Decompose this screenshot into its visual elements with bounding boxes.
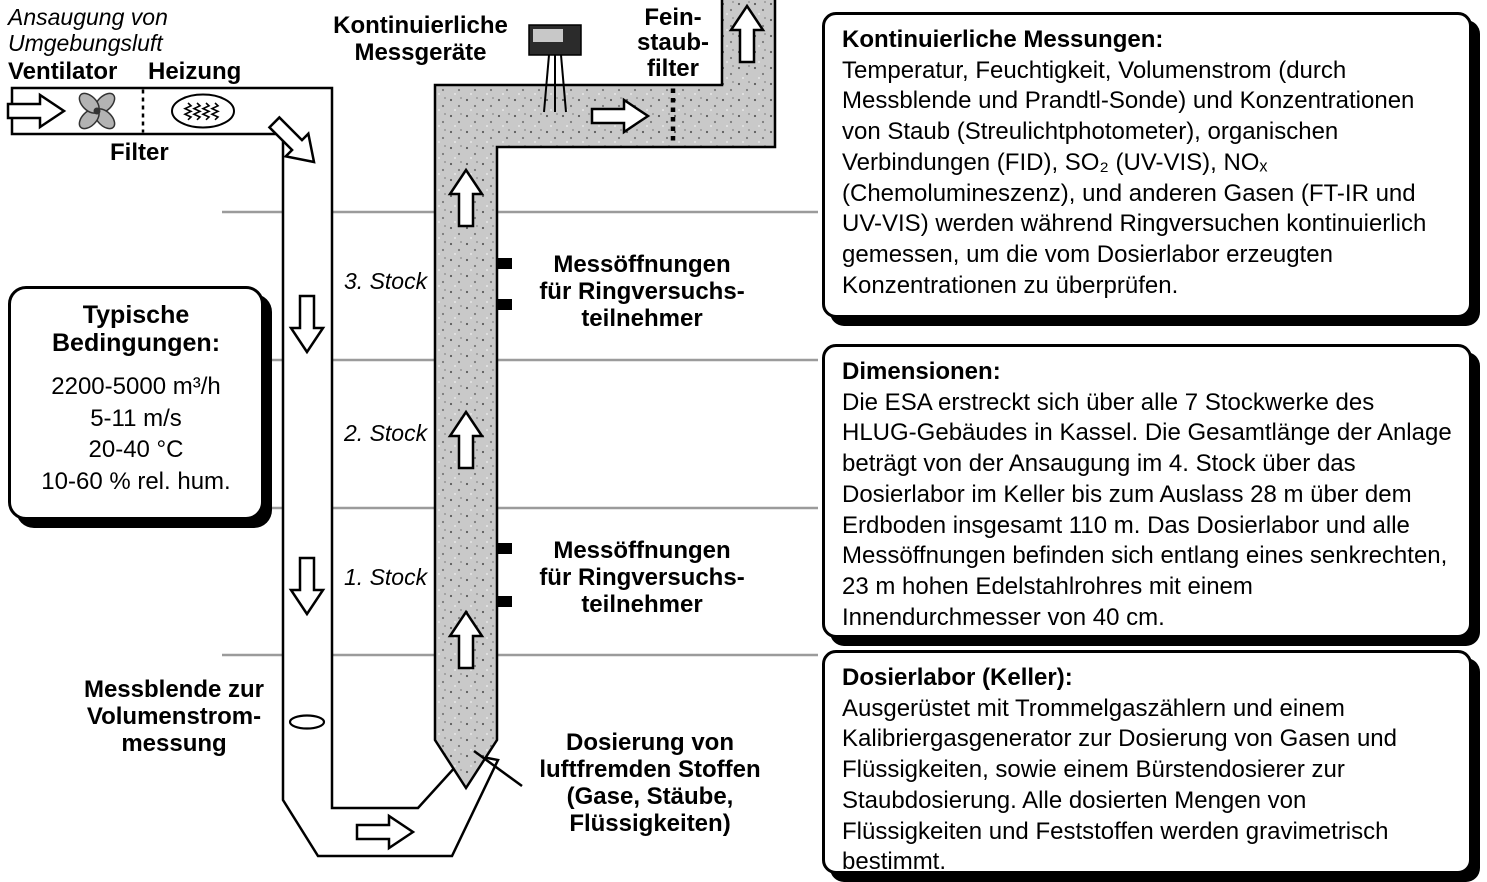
info-box-body: Die ESA erstreckt sich über alle 7 Stock… (842, 388, 1452, 631)
dosing-connector-line (473, 749, 523, 788)
conditions-velocity: 5-11 m/s (90, 404, 182, 432)
heater-coil (210, 102, 220, 121)
info-box-continuous-measurements: Kontinuierliche Messungen: Temperatur, F… (822, 12, 1472, 318)
floor-3-label: 3. Stock (344, 268, 428, 294)
heizung-label: Heizung (148, 58, 242, 85)
probe-line (543, 54, 550, 113)
conditions-temperature: 20-40 °C (88, 436, 184, 464)
device-screen (533, 29, 563, 42)
conditions-flow-rate: 2200-5000 m³/h (51, 373, 221, 400)
white-duct (10, 86, 500, 858)
ports-lower-label: Messöffnungen für Ringversuchs- teilnehm… (539, 537, 745, 619)
conditions-humidity: 10-60 % rel. hum. (41, 468, 231, 496)
info-box-body: Ausgerüstet mit Trommelgaszählern und ei… (842, 694, 1397, 874)
measurement-port-icon (496, 543, 512, 554)
info-box-dimensions: Dimensionen: Die ESA erstreckt sich über… (822, 344, 1472, 638)
heater-coil-icon (171, 93, 235, 129)
conditions-title: Typische Bedingungen: (51, 301, 221, 357)
conditions-values: 2200-5000 m³/h 5-11 m/s 20-40 °C 10-60 %… (11, 371, 261, 498)
orifice-plate-icon (288, 714, 326, 730)
info-box-title: Dosierlabor (Keller): (842, 664, 1073, 691)
filter-label: Filter (110, 139, 169, 166)
ports-upper-label: Messöffnungen für Ringversuchs- teilnehm… (539, 251, 745, 333)
info-box-body: Temperatur, Feuchtigkeit, Volumenstrom (… (842, 56, 1427, 299)
gray-duct (433, 0, 777, 791)
info-box-dosing-lab: Dosierlabor (Keller): Ausgerüstet mit Tr… (822, 650, 1472, 874)
heater-outline (171, 93, 235, 129)
fan-icon (78, 92, 116, 130)
floor-2-label: 2. Stock (344, 420, 428, 446)
heater-coil (192, 102, 202, 121)
heater-coil (201, 102, 211, 121)
duct-diagram-svg (6, 0, 818, 858)
measurement-ports (496, 258, 512, 607)
fine-dust-filter-label: Fein- staub- filter (637, 4, 709, 82)
info-box-title: Kontinuierliche Messungen: (842, 26, 1164, 53)
info-box-title: Dimensionen: (842, 358, 1001, 385)
measurement-port-icon (496, 596, 512, 607)
ventilator-label: Ventilator (8, 58, 118, 85)
floor-1-label: 1. Stock (344, 564, 428, 590)
dosing-label: Dosierung von luftfremden Stoffen (Gase,… (539, 729, 761, 838)
measurement-device-icon (528, 24, 582, 113)
typical-conditions-box: Typische Bedingungen: 2200-5000 m³/h 5-1… (8, 286, 264, 520)
intake-label: Ansaugung von Umgebungsluft (8, 4, 168, 56)
continuous-devices-label: Kontinuierliche Messgeräte (333, 12, 508, 67)
heater-coil (183, 102, 193, 121)
measurement-port-icon (496, 299, 512, 310)
fan-hub (93, 107, 101, 115)
measurement-port-icon (496, 258, 512, 269)
orifice-label: Messblende zur Volumenstrom- messung (83, 676, 265, 758)
probe-line (560, 54, 567, 113)
